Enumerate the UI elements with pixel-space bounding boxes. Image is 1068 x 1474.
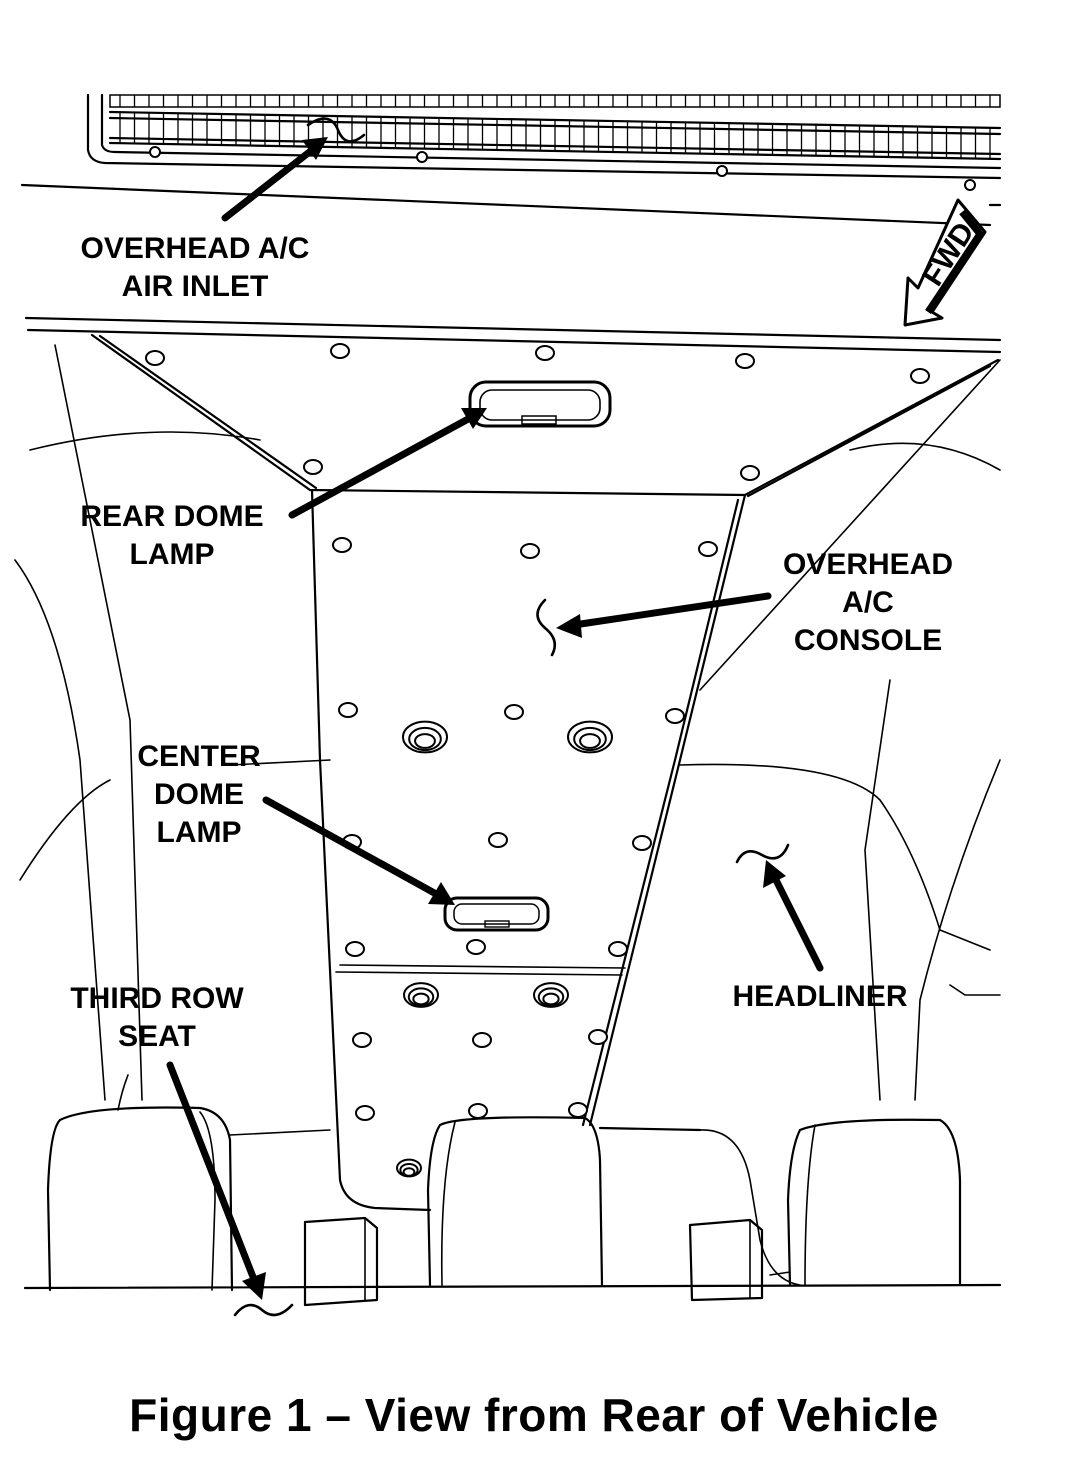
svg-text:OVERHEAD A/C: OVERHEAD A/C — [81, 232, 310, 265]
label-third-row-seat: THIRD ROW SEAT — [70, 982, 244, 1053]
ac-air-inlet-grille — [20, 93, 1002, 354]
center-dome-lamp — [443, 896, 550, 932]
callout-squiggles — [233, 117, 790, 1317]
label-center-dome-lamp: CENTER DOME LAMP — [137, 740, 261, 849]
svg-text:LAMP: LAMP — [130, 538, 215, 571]
svg-text:A/C: A/C — [842, 586, 894, 619]
overhead-ac-console — [90, 333, 1000, 1212]
vehicle-headliner-diagram: FWD — [14, 93, 1002, 1317]
label-overhead-ac-air-inlet: OVERHEAD A/C AIR INLET — [81, 232, 310, 303]
label-headliner: HEADLINER — [732, 980, 907, 1013]
svg-text:SEAT: SEAT — [118, 1020, 196, 1053]
fwd-arrow-icon: FWD — [903, 198, 987, 327]
svg-text:LAMP: LAMP — [157, 816, 242, 849]
svg-text:DOME: DOME — [154, 778, 244, 811]
svg-text:CENTER: CENTER — [137, 740, 261, 773]
rear-dome-lamp — [468, 380, 612, 428]
leader-arrows — [166, 137, 824, 1300]
label-rear-dome-lamp: REAR DOME LAMP — [80, 500, 263, 571]
figure-caption: Figure 1 – View from Rear of Vehicle — [129, 1389, 939, 1441]
svg-text:REAR DOME: REAR DOME — [80, 500, 263, 533]
svg-text:OVERHEAD: OVERHEAD — [783, 548, 953, 581]
svg-text:AIR INLET: AIR INLET — [122, 270, 269, 303]
label-overhead-ac-console: OVERHEAD A/C CONSOLE — [783, 548, 953, 657]
third-row-seat — [23, 1074, 1002, 1307]
svg-text:CONSOLE: CONSOLE — [794, 624, 942, 657]
svg-text:HEADLINER: HEADLINER — [732, 980, 907, 1013]
svg-text:THIRD ROW: THIRD ROW — [70, 982, 244, 1015]
